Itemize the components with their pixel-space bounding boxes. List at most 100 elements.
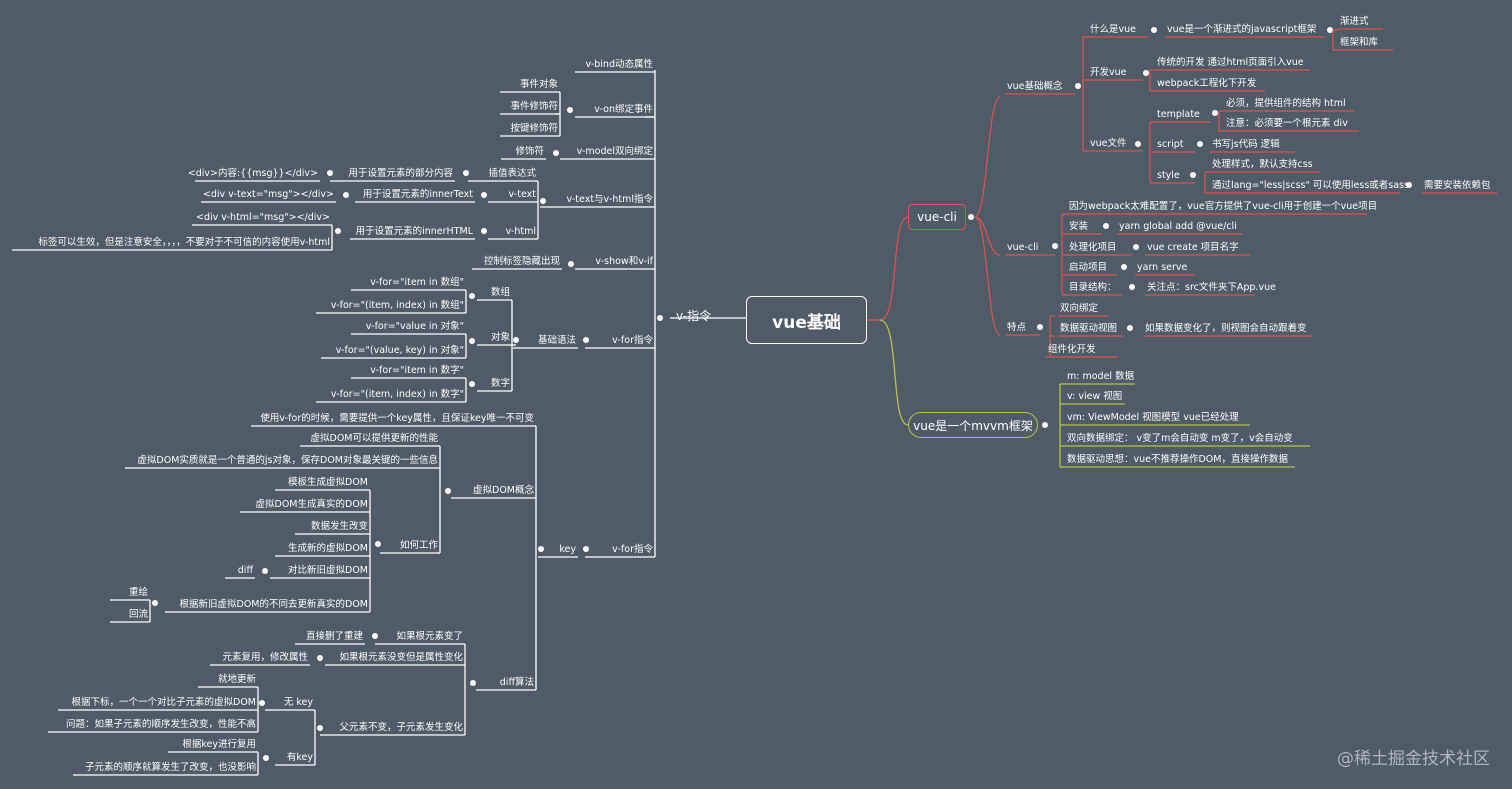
node-v-html-desc[interactable]: 用于设置元素的innerHTML [355,226,473,237]
node-diff-attr[interactable]: 如果根元素没变但是属性变化 [339,652,463,663]
node-template[interactable]: template [1157,109,1200,120]
node-vue-desc[interactable]: vue是一个渐进式的javascript框架 [1167,24,1317,35]
node-what-is-vue[interactable]: 什么是vue [1090,24,1136,35]
node-two-way-binding[interactable]: 双向数据绑定： v变了m会自动变 m变了，v会自动变 [1067,433,1293,444]
node-serve-cmd[interactable]: yarn serve [1137,262,1188,273]
node-style[interactable]: style [1157,170,1180,181]
node-traditional-dev[interactable]: 传统的开发 通过html页面引入vue [1157,57,1304,68]
node-interp-code[interactable]: <div>内容:{{msg}}</div> [187,168,318,179]
node-array-item-1[interactable]: v-for="(item, index) in 数组" [330,300,464,311]
node-repaint[interactable]: 重绘 [128,587,148,598]
node-progressive[interactable]: 渐进式 [1340,16,1369,27]
node-array[interactable]: 数组 [490,287,510,298]
node-how-0[interactable]: 模板生成虚拟DOM [288,477,368,488]
node-vue-concepts[interactable]: vue基础概念 [1007,81,1063,92]
node-dir[interactable]: 目录结构： [1069,282,1117,293]
node-style-css[interactable]: 处理样式，默认支持css [1212,159,1313,170]
node-template-root[interactable]: 注意：必须要一个根元素 div [1226,118,1348,129]
node-key-modifier[interactable]: 按键修饰符 [510,123,558,134]
node-v-for-2[interactable]: v-for指令 [612,544,653,555]
node-event-object[interactable]: 事件对象 [519,79,558,90]
node-two-way[interactable]: 双向绑定 [1060,303,1099,314]
node-has-key-1[interactable]: 子元素的顺序就算发生了改变，也没影响 [84,762,256,773]
node-diff-short[interactable]: diff [237,565,253,576]
node-script[interactable]: script [1157,139,1184,150]
node-key[interactable]: key [559,544,576,555]
node-component-dev[interactable]: 组件化开发 [1048,344,1096,355]
node-diff-attr-desc[interactable]: 元素复用，修改属性 [222,652,308,663]
node-basic-syntax[interactable]: 基础语法 [537,335,576,346]
node-install-cmd[interactable]: yarn global add @vue/cli [1119,221,1237,232]
node-modifier[interactable]: 修饰符 [515,146,544,157]
node-v-html[interactable]: v-html [505,226,536,237]
node-vdom-perf[interactable]: 虚拟DOM可以提供更新的性能 [310,433,439,444]
node-v-text-code[interactable]: <div v-text="msg"></div> [202,189,334,200]
node-how-4[interactable]: 对比新旧虚拟DOM [288,565,368,576]
node-style-deps[interactable]: 需要安装依赖包 [1424,180,1491,191]
node-vue-cli[interactable]: vue-cli [908,204,966,230]
node-data-driven[interactable]: 数据驱动视图 [1060,323,1118,334]
node-array-item-0[interactable]: v-for="item in 数组" [370,277,464,288]
node-viewmodel[interactable]: vm: ViewModel 视图模型 vue已经处理 [1067,412,1239,423]
node-v-directive[interactable]: v-指令 [676,309,712,323]
node-diff-children[interactable]: 父元素不变，子元素发生变化 [339,722,463,733]
node-how-1[interactable]: 虚拟DOM生成真实的DOM [255,499,368,510]
node-has-key-0[interactable]: 根据key进行复用 [182,739,256,750]
node-v-text-desc[interactable]: 用于设置元素的innerText [362,189,473,200]
node-no-key-1[interactable]: 根据下标，一个一个对比子元素的虚拟DOM [71,697,257,708]
node-data-driven-note[interactable]: 如果数据变化了，则视图会自动跟着变 [1145,323,1307,334]
node-number[interactable]: 数字 [490,378,510,389]
node-serve[interactable]: 启动项目 [1069,262,1108,273]
node-v-text-html[interactable]: v-text与v-html指令 [566,194,653,205]
node-v-bind[interactable]: v-bind动态属性 [585,59,653,70]
node-v-for-1[interactable]: v-for指令 [612,335,653,346]
node-how-3[interactable]: 生成新的虚拟DOM [288,543,368,554]
node-v-show[interactable]: v-show和v-if [595,256,653,267]
node-data-thinking[interactable]: 数据驱动思想：vue不推荐操作DOM，直接操作数据 [1067,454,1288,465]
node-no-key-2[interactable]: 问题：如果子元素的顺序发生改变，性能不高 [65,719,256,730]
node-script-desc[interactable]: 书写js代码 逻辑 [1212,139,1280,150]
node-cli-intro[interactable]: 因为webpack太难配置了，vue官方提供了vue-cli用于创建一个vue项… [1069,201,1378,212]
node-vdom-js[interactable]: 虚拟DOM实质就是一个普通的js对象，保存DOM对象最关键的一些信息 [137,455,438,466]
node-event-modifier[interactable]: 事件修饰符 [510,101,558,112]
node-model[interactable]: m: model 数据 [1067,371,1135,382]
node-v-html-code[interactable]: <div v-html="msg"></div> [195,212,330,223]
node-object[interactable]: 对象 [490,332,510,343]
node-reflow[interactable]: 回流 [128,609,148,620]
node-no-key[interactable]: 无 key [283,697,313,708]
node-number-item-0[interactable]: v-for="item in 数字" [370,365,464,376]
node-key-note[interactable]: 使用v-for的时候，需要提供一个key属性，且保证key唯一不可变 [260,413,534,424]
node-style-lang[interactable]: 通过lang="less|scss" 可以使用less或者sass [1212,180,1409,191]
node-features[interactable]: 特点 [1007,322,1027,333]
node-v-model[interactable]: v-model双向绑定 [576,146,653,157]
root-node[interactable]: vue基础 [746,296,867,344]
node-diff-root[interactable]: 如果根元素变了 [396,631,463,642]
node-has-key[interactable]: 有key [286,752,313,763]
node-how-works[interactable]: 如何工作 [399,540,438,551]
node-vue-file[interactable]: vue文件 [1090,138,1127,149]
node-vdom[interactable]: 虚拟DOM概念 [473,485,534,496]
node-no-key-0[interactable]: 就地更新 [217,674,256,685]
node-object-item-1[interactable]: v-for="(value, key) in 对象" [335,345,464,356]
node-cli[interactable]: vue-cli [1007,242,1039,253]
node-diff-root-desc[interactable]: 直接删了重建 [305,631,363,642]
node-object-item-0[interactable]: v-for="value in 对象" [365,321,464,332]
node-v-text[interactable]: v-text [508,189,536,200]
node-how-5[interactable]: 根据新旧虚拟DOM的不同去更新真实的DOM [179,599,368,610]
node-webpack-dev[interactable]: webpack工程化下开发 [1157,78,1257,89]
node-show-hide[interactable]: 控制标签隐藏出现 [483,256,560,267]
node-dev-vue[interactable]: 开发vue [1090,67,1127,78]
node-how-2[interactable]: 数据发生改变 [310,521,368,532]
node-interp-desc[interactable]: 用于设置元素的部分内容 [348,168,453,179]
node-diff-alg[interactable]: diff算法 [499,677,534,688]
node-mvvm[interactable]: vue是一个mvvm框架 [908,412,1038,438]
node-install[interactable]: 安装 [1069,221,1089,232]
node-view[interactable]: v: view 视图 [1067,391,1123,402]
node-v-on[interactable]: v-on绑定事件 [594,104,653,115]
node-dir-desc[interactable]: 关注点：src文件夹下App.vue [1147,282,1276,293]
node-number-item-1[interactable]: v-for="(item, index) in 数字" [330,389,464,400]
node-framework-lib[interactable]: 框架和库 [1340,37,1379,48]
node-create[interactable]: 处理化项目 [1069,242,1117,253]
node-create-cmd[interactable]: vue create 项目名字 [1147,242,1239,253]
node-v-html-note[interactable]: 标签可以生效，但是注意安全，，，，不要对于不可信的内容使用v-html [38,237,330,248]
